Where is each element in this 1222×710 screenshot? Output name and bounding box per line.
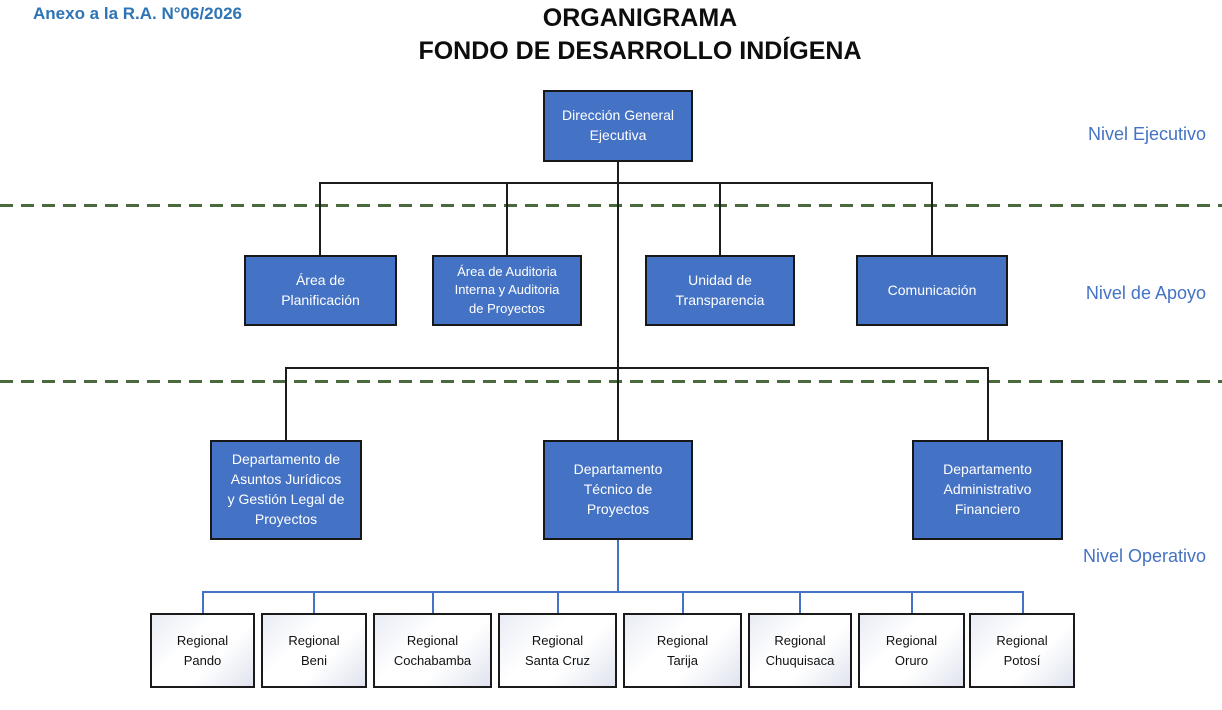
connector-drop-potosi — [1022, 591, 1024, 613]
node-regional-chuquisaca: Regional Chuquisaca — [748, 613, 852, 688]
level-separator-1 — [0, 204, 1222, 207]
level-label-support: Nivel de Apoyo — [1085, 283, 1206, 303]
level-label-executive: Nivel Ejecutivo — [1087, 124, 1206, 144]
node-depto-tecnico-proyectos: Departamento Técnico de Proyectos — [543, 440, 693, 540]
connector-drop-beni — [313, 591, 315, 613]
level-label-operative: Nivel Operativo — [1082, 546, 1206, 566]
connector-drop-auditoria — [506, 182, 508, 255]
node-regional-pando: Regional Pando — [150, 613, 255, 688]
node-depto-asuntos-juridicos: Departamento de Asuntos Jurídicos y Gest… — [210, 440, 362, 540]
connector-regionals-horizontal — [202, 591, 1023, 593]
connector-drop-oruro — [911, 591, 913, 613]
annex-reference-label: Anexo a la R.A. N°06/2026 — [33, 4, 243, 23]
connector-drop-pando — [202, 591, 204, 613]
connector-drop-administrativo — [987, 367, 989, 440]
connector-drop-tarija — [682, 591, 684, 613]
node-unidad-transparencia: Unidad de Transparencia — [645, 255, 795, 326]
chart-title-line2: FONDO DE DESARROLLO INDÍGENA — [418, 37, 862, 65]
node-regional-potosi: Regional Potosí — [969, 613, 1075, 688]
connector-support-horizontal — [319, 182, 933, 184]
connector-tecnico-vertical — [617, 540, 619, 592]
connector-drop-planificacion — [319, 182, 321, 255]
node-area-planificacion: Área de Planificación — [244, 255, 397, 326]
connector-drop-juridicos — [285, 367, 287, 440]
node-regional-cochabamba: Regional Cochabamba — [373, 613, 492, 688]
connector-drop-chuquisaca — [799, 591, 801, 613]
level-separator-2 — [0, 380, 1222, 383]
connector-departments-horizontal — [285, 367, 989, 369]
node-regional-tarija: Regional Tarija — [623, 613, 742, 688]
connector-root-vertical — [617, 161, 619, 441]
node-regional-beni: Regional Beni — [261, 613, 367, 688]
node-regional-santa-cruz: Regional Santa Cruz — [498, 613, 617, 688]
connector-drop-transparencia — [719, 182, 721, 255]
node-comunicacion: Comunicación — [856, 255, 1008, 326]
node-depto-administrativo-financiero: Departamento Administrativo Financiero — [912, 440, 1063, 540]
connector-drop-santa-cruz — [557, 591, 559, 613]
node-direccion-general-ejecutiva: Dirección General Ejecutiva — [543, 90, 693, 162]
chart-title: ORGANIGRAMA FONDO DE DESARROLLO INDÍGENA — [340, 2, 940, 68]
node-regional-oruro: Regional Oruro — [858, 613, 965, 688]
connector-drop-comunicacion — [931, 182, 933, 255]
chart-title-line1: ORGANIGRAMA — [542, 4, 738, 32]
connector-drop-cochabamba — [432, 591, 434, 613]
node-area-auditoria: Área de Auditoria Interna y Auditoria de… — [432, 255, 582, 326]
